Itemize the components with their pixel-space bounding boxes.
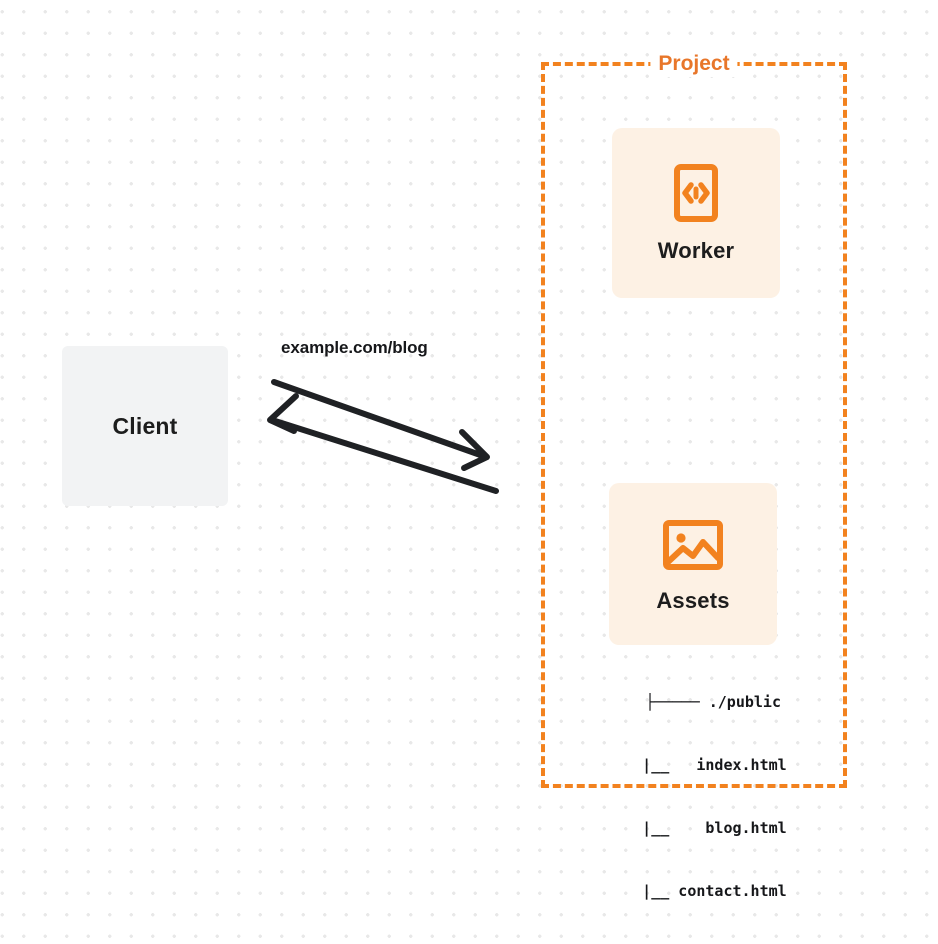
outgoing-request-arrow [271,379,490,471]
connection-arrows [267,379,499,494]
diagram-canvas: Client example.com/blog Project Worker [62,51,847,900]
file-tree-line: |__ index.html [588,756,787,774]
project-group: Project [541,51,847,788]
client-node-label: Client [112,412,178,439]
worker-node-label: Worker [657,238,735,263]
file-tree-line: |__ blog.html [588,819,787,837]
request-url-label: example.com/blog [281,338,428,357]
assets-node-label: Assets [656,588,730,613]
incoming-response-arrow [267,393,499,494]
file-tree-line: |__ contact.html [588,882,787,900]
assets-node[interactable]: Assets [609,483,777,645]
code-brackets-icon [665,162,727,224]
assets-file-tree: ├───── ./public |__ index.html |__ blog.… [588,650,787,944]
client-node[interactable]: Client [62,346,228,506]
project-group-title: Project [650,51,738,77]
image-icon [662,514,724,576]
worker-node[interactable]: Worker [612,128,780,298]
file-tree-line: ├───── ./public [645,693,781,711]
